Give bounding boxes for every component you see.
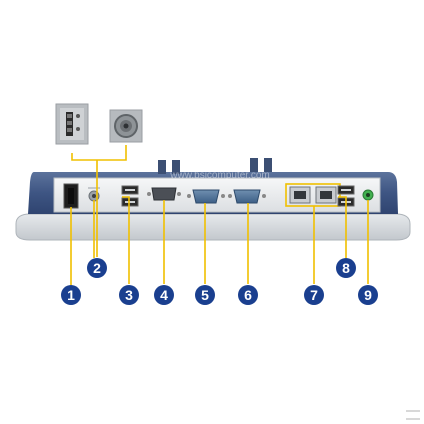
callout-7: 7 (304, 285, 324, 305)
audio-jack-port (362, 189, 374, 201)
com-connector-1 (187, 189, 225, 204)
callout-9: 9 (358, 285, 378, 305)
callout-label: 4 (160, 287, 168, 303)
usb-port-stack-left (121, 185, 139, 207)
lan-connector-pair (285, 183, 341, 207)
device-bezel (15, 213, 411, 241)
mount-tab (250, 158, 258, 172)
mount-tab (264, 158, 272, 172)
leader-lines (70, 145, 369, 285)
power-terminal-inset (55, 103, 89, 145)
callout-2: 2 (87, 258, 107, 278)
callout-1: 1 (61, 285, 81, 305)
callout-4: 4 (154, 285, 174, 305)
vga-connector (147, 187, 181, 201)
com-connector-2 (228, 189, 266, 204)
callout-label: 7 (310, 287, 318, 303)
callout-5: 5 (195, 285, 215, 305)
corner-mark (406, 410, 420, 420)
power-switch-port (63, 183, 79, 209)
callout-label: 1 (67, 287, 75, 303)
callout-label: 3 (125, 287, 133, 303)
callout-label: 6 (244, 287, 252, 303)
mount-tab (158, 160, 166, 174)
callout-label: 5 (201, 287, 209, 303)
power-jack-inset (109, 109, 143, 143)
callout-3: 3 (119, 285, 139, 305)
callout-label: 2 (93, 260, 101, 276)
watermark-text: www.bsicomputer.com (169, 170, 269, 181)
callout-label: 8 (342, 260, 350, 276)
mount-tab (172, 160, 180, 174)
callout-6: 6 (238, 285, 258, 305)
callout-label: 9 (364, 287, 372, 303)
callout-8: 8 (336, 258, 356, 278)
